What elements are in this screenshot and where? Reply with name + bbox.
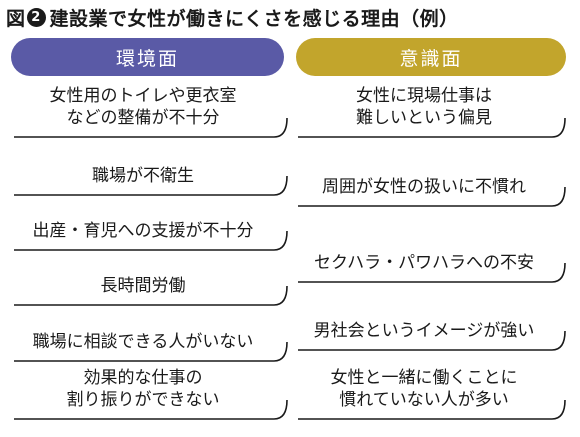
environment-item-3: 出産・育児への支援が不十分 bbox=[14, 220, 290, 251]
consciousness-item-5-line-1: 女性と一緒に働くことに bbox=[330, 368, 518, 388]
environment-item-6-bracket bbox=[14, 399, 288, 420]
consciousness-item-1-line-1: 女性に現場仕事は bbox=[356, 86, 492, 106]
consciousness-item-2-line-1: 周囲が女性の扱いに不慣れ bbox=[322, 177, 526, 197]
environment-item-4-line-1: 長時間労働 bbox=[100, 276, 186, 296]
environment-header: 環境面 bbox=[11, 38, 284, 76]
environment-item-5: 職場に相談できる人がいない bbox=[14, 331, 290, 362]
environment-item-4: 長時間労働 bbox=[14, 275, 290, 306]
consciousness-item-2: 周囲が女性の扱いに不慣れ bbox=[298, 176, 568, 207]
consciousness-item-4: 男社会というイメージが強い bbox=[298, 320, 568, 351]
consciousness-item-1-bracket bbox=[298, 117, 566, 138]
environment-item-6: 効果的な仕事の割り振りができない bbox=[14, 367, 290, 420]
consciousness-item-3-bracket bbox=[298, 262, 566, 283]
environment-item-2: 職場が不衛生 bbox=[14, 165, 290, 196]
environment-item-2-bracket bbox=[14, 175, 288, 196]
environment-item-1-bracket bbox=[14, 117, 288, 138]
figure-title-prefix: 図 bbox=[6, 7, 26, 30]
figure-title: 図 2 建設業で女性が働きにくさを感じる理由（例） bbox=[6, 4, 459, 30]
consciousness-item-5-line-2: 慣れていない人が多い bbox=[339, 390, 509, 410]
environment-item-4-bracket bbox=[14, 285, 288, 306]
environment-item-2-line-1: 職場が不衛生 bbox=[92, 166, 194, 186]
consciousness-item-5-bracket bbox=[298, 399, 566, 420]
figure-title-text: 建設業で女性が働きにくさを感じる理由（例） bbox=[49, 7, 459, 30]
consciousness-item-2-bracket bbox=[298, 186, 566, 207]
consciousness-item-1: 女性に現場仕事は難しいという偏見 bbox=[298, 85, 568, 138]
consciousness-item-4-bracket bbox=[298, 330, 566, 351]
environment-item-3-bracket bbox=[14, 230, 288, 251]
environment-item-1-line-2: などの整備が不十分 bbox=[66, 108, 220, 128]
consciousness-item-3-line-1: セクハラ・パワハラへの不安 bbox=[314, 253, 534, 273]
consciousness-item-1-line-2: 難しいという偏見 bbox=[356, 108, 492, 128]
consciousness-header: 意識面 bbox=[296, 38, 566, 76]
environment-item-6-line-2: 割り振りができない bbox=[66, 390, 220, 410]
consciousness-item-5: 女性と一緒に働くことに慣れていない人が多い bbox=[298, 367, 568, 420]
environment-item-5-bracket bbox=[14, 341, 288, 362]
consciousness-item-3: セクハラ・パワハラへの不安 bbox=[298, 252, 568, 283]
environment-item-6-line-1: 効果的な仕事の bbox=[83, 368, 203, 388]
environment-item-3-line-1: 出産・育児への支援が不十分 bbox=[32, 221, 254, 241]
environment-item-1-line-1: 女性用のトイレや更衣室 bbox=[49, 86, 237, 106]
consciousness-item-4-line-1: 男社会というイメージが強い bbox=[313, 321, 535, 341]
environment-item-5-line-1: 職場に相談できる人がいない bbox=[32, 332, 254, 352]
figure-number-badge: 2 bbox=[26, 7, 46, 27]
environment-item-1: 女性用のトイレや更衣室などの整備が不十分 bbox=[14, 85, 290, 138]
